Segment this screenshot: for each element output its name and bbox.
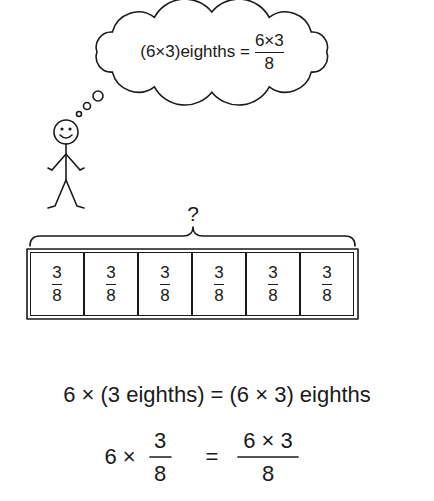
numerator: 3 — [322, 264, 331, 282]
denominator: 8 — [160, 287, 169, 305]
fraction: 38 — [52, 264, 61, 305]
denominator: 8 — [154, 463, 166, 485]
fraction-bar — [322, 284, 331, 285]
numerator: 3 — [52, 264, 61, 282]
fraction-bar — [255, 52, 284, 53]
fraction: 38 — [268, 264, 277, 305]
cloud-outline — [96, 0, 327, 105]
numerator: 3 — [106, 264, 115, 282]
numerator: 3 — [214, 264, 223, 282]
tape-cell: 38 — [246, 252, 300, 316]
fraction: 38 — [214, 264, 223, 305]
thought-bubble-dot — [93, 91, 103, 101]
curly-brace — [30, 227, 355, 246]
equals-sign: = — [206, 446, 219, 468]
thought-text: (6×3)eighths = — [140, 43, 250, 61]
question-mark: ? — [187, 203, 199, 224]
fraction-bar — [52, 284, 61, 285]
fraction: 38 — [322, 264, 331, 305]
denominator: 8 — [106, 287, 115, 305]
tape-outline — [27, 249, 358, 319]
fraction-bar — [238, 456, 298, 458]
thought-bubble-dot — [77, 112, 82, 117]
fraction: 6×38 — [255, 32, 284, 73]
denominator: 8 — [52, 287, 61, 305]
fraction-bar — [268, 284, 277, 285]
numerator: 3 — [268, 264, 277, 282]
tape-cell: 38 — [300, 252, 354, 316]
fraction: 38 — [106, 264, 115, 305]
fraction-bar — [214, 284, 223, 285]
numerator: 3 — [154, 430, 166, 452]
denominator: 8 — [322, 287, 331, 305]
stick-figure — [48, 120, 84, 208]
fraction: 38 — [160, 264, 169, 305]
denominator: 8 — [265, 55, 274, 73]
tape-cell: 38 — [30, 252, 84, 316]
numerator: 6 × 3 — [243, 430, 293, 452]
fraction-bar — [160, 284, 169, 285]
fraction-bar — [106, 284, 115, 285]
denominator: 8 — [262, 463, 274, 485]
numerator: 6×3 — [255, 32, 284, 50]
equation-term: 6 × — [104, 446, 135, 468]
denominator: 8 — [214, 287, 223, 305]
equation: 6 × (3 eighths) = (6 × 3) eighths — [63, 384, 371, 406]
denominator: 8 — [268, 287, 277, 305]
tape-cell: 38 — [138, 252, 192, 316]
fraction-bar — [150, 456, 171, 458]
thought-cloud: (6×3)eighths =6×38 — [134, 28, 289, 77]
tape-cell: 38 — [192, 252, 246, 316]
thought-bubble-dot — [84, 103, 91, 110]
numerator: 3 — [160, 264, 169, 282]
tape-cell: 38 — [84, 252, 138, 316]
